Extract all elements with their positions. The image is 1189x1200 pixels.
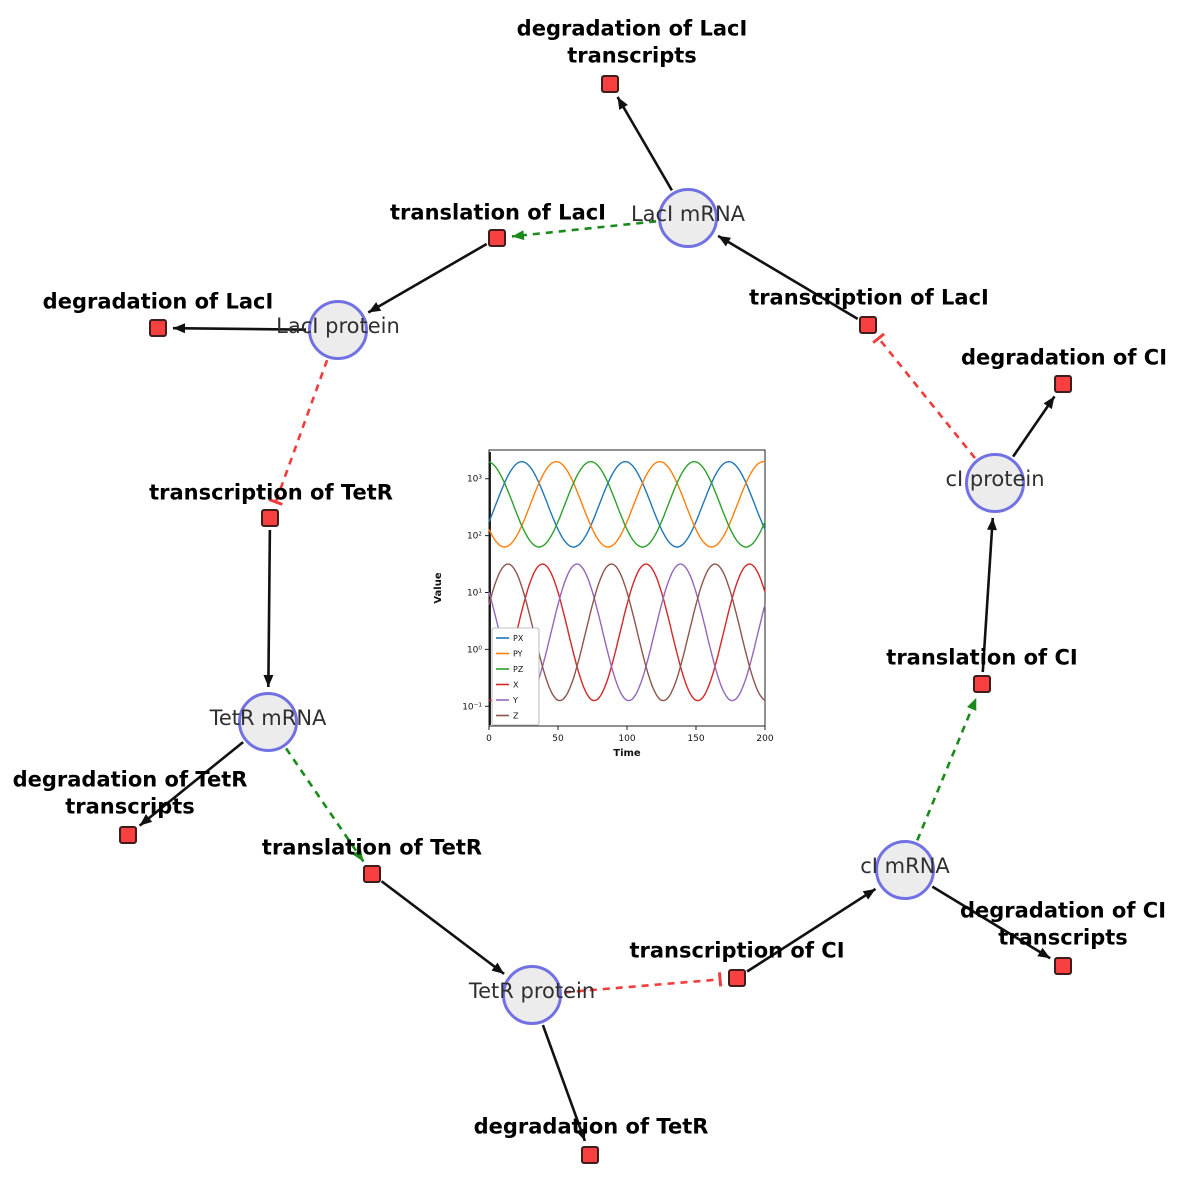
edge-consumption-laci-mrna-to-deg-laci-transcripts [616, 96, 674, 191]
edge-modifier-ci-mrna-to-translation-ci [916, 697, 978, 841]
x-tick-label: 150 [687, 734, 704, 744]
edge-production-transcription-laci-to-laci-mrna [717, 234, 859, 320]
x-axis-label: Time [613, 748, 641, 759]
x-tick-label: 50 [552, 734, 564, 744]
edge-production-transcription-ci-to-ci-mrna [746, 887, 877, 973]
y-tick-label: 10² [467, 532, 482, 542]
x-tick-label: 200 [756, 734, 773, 744]
series-line-PY [488, 461, 766, 548]
edge-consumption-ci-mrna-to-deg-ci-transcripts [931, 885, 1051, 960]
edge-inhibition-tetr-protein-to-transcription-ci [563, 972, 723, 994]
y-axis-label: Value [433, 572, 444, 603]
legend-label-PX: PX [513, 634, 524, 643]
edge-production-transcription-tetr-to-tetr-mrna [263, 529, 274, 688]
y-tick-label: 10⁰ [467, 645, 482, 655]
edge-production-translation-laci-to-laci-protein [367, 242, 488, 314]
edge-consumption-ci-protein-to-deg-ci [1012, 395, 1056, 458]
edge-modifier-tetr-mrna-to-translation-tetr [284, 747, 365, 863]
legend-label-Z: Z [513, 712, 519, 721]
x-tick-label: 0 [486, 734, 492, 744]
edge-modifier-laci-mrna-to-translation-laci [511, 220, 657, 241]
x-tick-label: 100 [618, 734, 635, 744]
y-tick-label: 10¹ [467, 589, 482, 599]
edge-consumption-tetr-mrna-to-deg-tetr-transcripts [138, 741, 244, 827]
edge-production-translation-ci-to-ci-protein [981, 517, 997, 673]
series-line-PX [488, 461, 766, 548]
series-line-PZ [488, 461, 766, 548]
edge-production-translation-tetr-to-tetr-protein [380, 880, 505, 975]
edge-consumption-laci-protein-to-deg-laci [172, 323, 307, 334]
edge-consumption-tetr-protein-to-deg-tetr [541, 1024, 587, 1142]
y-tick-label: 10⁻¹ [462, 702, 482, 712]
legend-label-Y: Y [512, 696, 518, 705]
y-tick-label: 10³ [467, 475, 482, 485]
series-line-X [488, 563, 766, 702]
edge-inhibition-laci-protein-to-transcription-tetr [268, 359, 329, 506]
legend-label-PY: PY [513, 650, 523, 659]
edge-inhibition-ci-protein-to-transcription-laci [872, 332, 976, 459]
legend-label-X: X [513, 681, 519, 690]
legend: PX PY PZ XYZ [491, 627, 540, 726]
legend-label-PZ: PZ [513, 665, 524, 674]
